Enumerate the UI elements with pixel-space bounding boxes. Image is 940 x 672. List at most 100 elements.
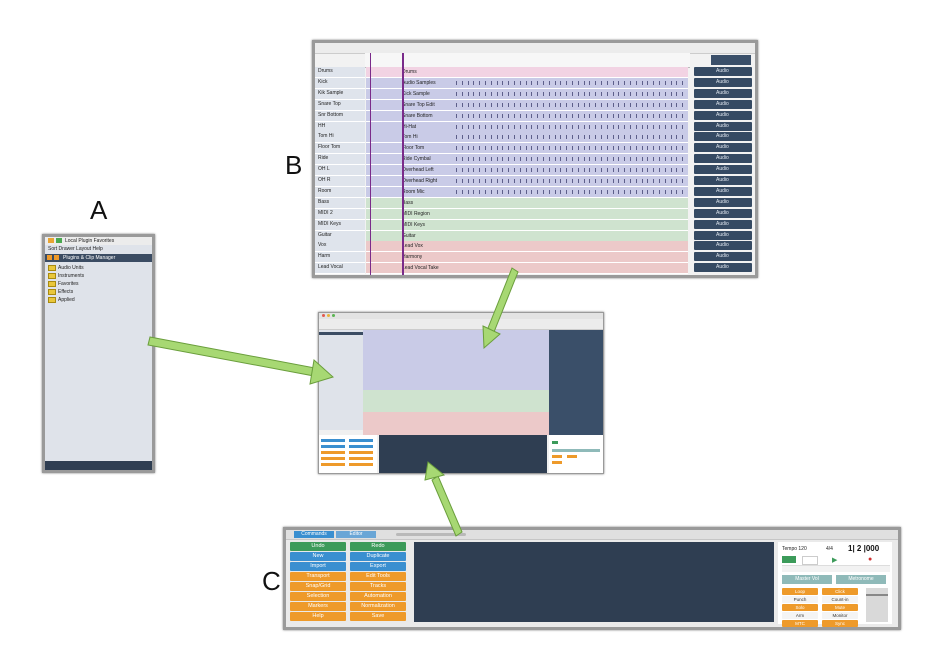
track-lane[interactable]: Hi-Hat bbox=[366, 121, 688, 133]
close-icon[interactable] bbox=[322, 314, 325, 317]
track-name[interactable]: Bass bbox=[315, 197, 365, 209]
mini-button[interactable] bbox=[349, 457, 373, 460]
mini-button[interactable] bbox=[321, 451, 345, 454]
track-lane[interactable]: Overhead Right bbox=[366, 176, 688, 187]
command-button[interactable]: Save bbox=[350, 612, 406, 621]
command-button[interactable]: Tracks bbox=[350, 582, 406, 591]
track-name[interactable]: Guitar bbox=[315, 230, 365, 242]
track-control[interactable]: Audio bbox=[694, 252, 752, 262]
track-lane[interactable]: Snare Top Edit bbox=[366, 99, 688, 111]
track-lane[interactable]: Kick Sample bbox=[366, 88, 688, 100]
transport-option-button[interactable]: Arm bbox=[782, 612, 818, 619]
tab-editor[interactable]: Editor bbox=[336, 531, 376, 538]
track-control[interactable]: Audio bbox=[694, 154, 752, 164]
track-lane[interactable]: Guitar bbox=[366, 230, 688, 242]
command-button[interactable]: Edit Tools bbox=[350, 572, 406, 581]
play-icon[interactable]: ▶ bbox=[832, 557, 838, 564]
track-control[interactable]: Audio bbox=[694, 110, 752, 120]
mini-button[interactable] bbox=[567, 455, 577, 458]
mini-play[interactable] bbox=[552, 441, 558, 444]
stop-button[interactable] bbox=[802, 556, 818, 565]
zoom-icon[interactable] bbox=[332, 314, 335, 317]
track-control[interactable]: Audio bbox=[694, 121, 752, 131]
transport-option-button[interactable]: Click bbox=[822, 588, 858, 595]
mini-button[interactable] bbox=[349, 439, 373, 442]
track-lane[interactable]: Bass bbox=[366, 197, 688, 209]
panel-b-top-control[interactable] bbox=[711, 55, 751, 65]
mini-button[interactable] bbox=[321, 457, 345, 460]
track-lane[interactable]: Lead Vox bbox=[366, 241, 688, 253]
transport-option-button[interactable]: Mute bbox=[822, 604, 858, 611]
track-name[interactable]: Room bbox=[315, 186, 365, 198]
track-name[interactable]: Harm bbox=[315, 252, 365, 264]
track-name[interactable]: Drums bbox=[315, 67, 365, 78]
track-name[interactable]: OH L bbox=[315, 165, 365, 177]
track-name[interactable]: Snare Top bbox=[315, 99, 365, 111]
transport-option-button[interactable]: MTC bbox=[782, 620, 818, 627]
track-control[interactable]: Audio bbox=[694, 88, 752, 98]
track-name[interactable]: Snr Bottom bbox=[315, 110, 365, 122]
mini-button[interactable] bbox=[321, 439, 345, 442]
track-lane[interactable]: Snare Bottom bbox=[366, 110, 688, 122]
track-lane[interactable]: Harmony bbox=[366, 252, 688, 264]
loop-marker[interactable] bbox=[402, 53, 404, 275]
track-name[interactable]: Kick bbox=[315, 77, 365, 89]
track-control[interactable]: Audio bbox=[694, 263, 752, 273]
tab-commands[interactable]: Commands bbox=[294, 531, 334, 538]
minimize-icon[interactable] bbox=[327, 314, 330, 317]
command-button[interactable]: Duplicate bbox=[350, 552, 406, 561]
track-control[interactable]: Audio bbox=[694, 186, 752, 196]
track-name[interactable]: Ride bbox=[315, 154, 365, 166]
tree-item[interactable]: Applied bbox=[45, 296, 152, 304]
track-control[interactable]: Audio bbox=[694, 176, 752, 185]
command-button[interactable]: Redo bbox=[350, 542, 406, 551]
track-control[interactable]: Audio bbox=[694, 230, 752, 240]
mini-button[interactable] bbox=[349, 463, 373, 466]
transport-option-button[interactable]: Monitor bbox=[822, 612, 858, 619]
track-name[interactable]: Kik Sample bbox=[315, 88, 365, 100]
transport-nav-row[interactable] bbox=[782, 565, 890, 572]
track-control[interactable]: Audio bbox=[694, 77, 752, 87]
command-button[interactable]: Snap/Grid bbox=[290, 582, 346, 591]
tree-item[interactable]: Instruments bbox=[45, 272, 152, 280]
mini-button[interactable] bbox=[321, 463, 345, 466]
track-lane[interactable]: MIDI Keys bbox=[366, 219, 688, 231]
track-name[interactable]: Vox bbox=[315, 241, 365, 253]
mini-button[interactable] bbox=[552, 461, 562, 464]
command-button[interactable]: Normalization bbox=[350, 602, 406, 611]
transport-option-button[interactable]: Sync bbox=[822, 620, 858, 627]
transport-option-button[interactable]: Punch bbox=[782, 596, 818, 603]
track-control[interactable]: Audio bbox=[694, 219, 752, 229]
track-name[interactable]: MIDI Keys bbox=[315, 219, 365, 231]
track-control[interactable]: Audio bbox=[694, 132, 752, 142]
track-name[interactable]: OH R bbox=[315, 176, 365, 187]
command-button[interactable]: New bbox=[290, 552, 346, 561]
command-button[interactable]: Help bbox=[290, 612, 346, 621]
track-control[interactable]: Audio bbox=[694, 99, 752, 109]
track-control[interactable]: Audio bbox=[694, 208, 752, 218]
track-control[interactable]: Audio bbox=[694, 241, 752, 251]
mini-button[interactable] bbox=[552, 455, 562, 458]
transport-option-button[interactable]: Loop bbox=[782, 588, 818, 595]
track-name[interactable]: Tom Hi bbox=[315, 132, 365, 144]
tree-item[interactable]: Favorites bbox=[45, 280, 152, 288]
track-name[interactable]: Floor Tom bbox=[315, 143, 365, 155]
command-button[interactable]: Transport bbox=[290, 572, 346, 581]
track-lane[interactable]: Room Mic bbox=[366, 186, 688, 198]
track-name[interactable]: HH bbox=[315, 121, 365, 133]
track-control[interactable]: Audio bbox=[694, 143, 752, 153]
mini-button[interactable] bbox=[552, 449, 600, 452]
master-vol-button[interactable]: Master Vol bbox=[782, 575, 832, 584]
command-button[interactable]: Automation bbox=[350, 592, 406, 601]
